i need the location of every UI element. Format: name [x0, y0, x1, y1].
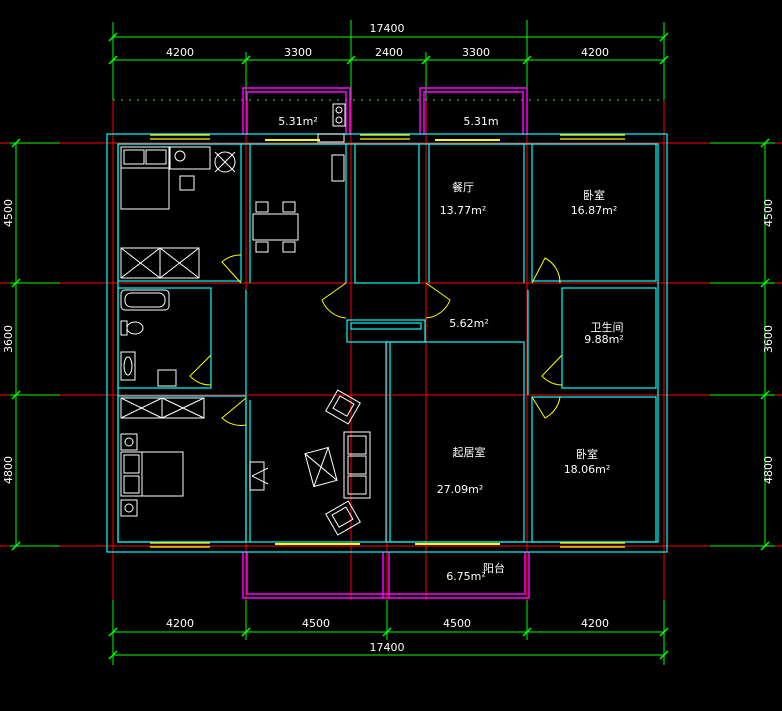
dimension-ticks [11, 32, 770, 660]
balcony-top-left-area: 5.31m² [278, 115, 318, 128]
balcony-top-right-area: 5.31m [463, 115, 498, 128]
dimension-text: 17400 4200 3300 2400 3300 4200 4200 4500… [2, 22, 775, 654]
dim-top-4: 3300 [462, 46, 490, 59]
walls [106, 133, 668, 553]
dim-bottom-1: 4200 [166, 617, 194, 630]
bathroom-name: 卫生间 [591, 320, 624, 334]
bathroom-area: 9.88m² [584, 333, 624, 346]
bed-top-left [120, 146, 170, 210]
coffee-table [304, 446, 338, 488]
toilet-icon [120, 320, 144, 336]
dim-right-1: 4500 [762, 199, 775, 227]
sink [120, 351, 136, 381]
bathtub [120, 289, 170, 311]
armchair-top [325, 389, 361, 425]
dim-top-total: 17400 [370, 22, 405, 35]
furniture [120, 103, 371, 536]
dim-top-3: 2400 [375, 46, 403, 59]
dim-right-3: 4800 [762, 456, 775, 484]
axis-grid [0, 95, 782, 600]
balconies [242, 87, 530, 599]
dim-bottom-2: 4500 [302, 617, 330, 630]
washer [157, 369, 177, 387]
tv-stand [249, 461, 269, 491]
bedroom-bottom-right-area: 18.06m² [564, 463, 611, 476]
stove [332, 103, 346, 127]
windows [150, 134, 625, 548]
dim-top-1: 4200 [166, 46, 194, 59]
dim-top-2: 3300 [284, 46, 312, 59]
balcony-bottom-area: 6.75m² [446, 570, 486, 583]
dim-left-3: 4800 [2, 456, 15, 484]
dim-bottom-4: 4200 [581, 617, 609, 630]
dim-bottom-total: 17400 [370, 641, 405, 654]
dim-top-5: 4200 [581, 46, 609, 59]
bedroom-top-right-area: 16.87m² [571, 204, 618, 217]
dim-left-2: 3600 [2, 325, 15, 353]
dim-bottom-3: 4500 [443, 617, 471, 630]
armchair-bottom [325, 500, 361, 536]
dim-left-1: 4500 [2, 199, 15, 227]
dining-table [252, 213, 299, 241]
plant-icon [214, 151, 236, 173]
doors [189, 254, 563, 426]
sofa [343, 431, 371, 499]
corridor-area: 5.62m² [449, 317, 489, 330]
desk-top-left [169, 146, 211, 170]
dining-area: 13.77m² [440, 204, 487, 217]
balcony-bottom-name: 阳台 [483, 561, 505, 575]
bedroom-top-right-name: 卧室 [583, 188, 605, 202]
bed-bottom-left [120, 451, 184, 497]
dining-name: 餐厅 [452, 180, 474, 194]
dim-right-2: 3600 [762, 325, 775, 353]
bedroom-bottom-right-name: 卧室 [576, 447, 598, 461]
living-area: 27.09m² [437, 483, 484, 496]
room-labels: 5.31m² 5.31m 餐厅 13.77m² 卧室 16.87m² 5.62m… [278, 115, 624, 583]
living-name: 起居室 [453, 445, 486, 459]
fridge [331, 154, 345, 182]
